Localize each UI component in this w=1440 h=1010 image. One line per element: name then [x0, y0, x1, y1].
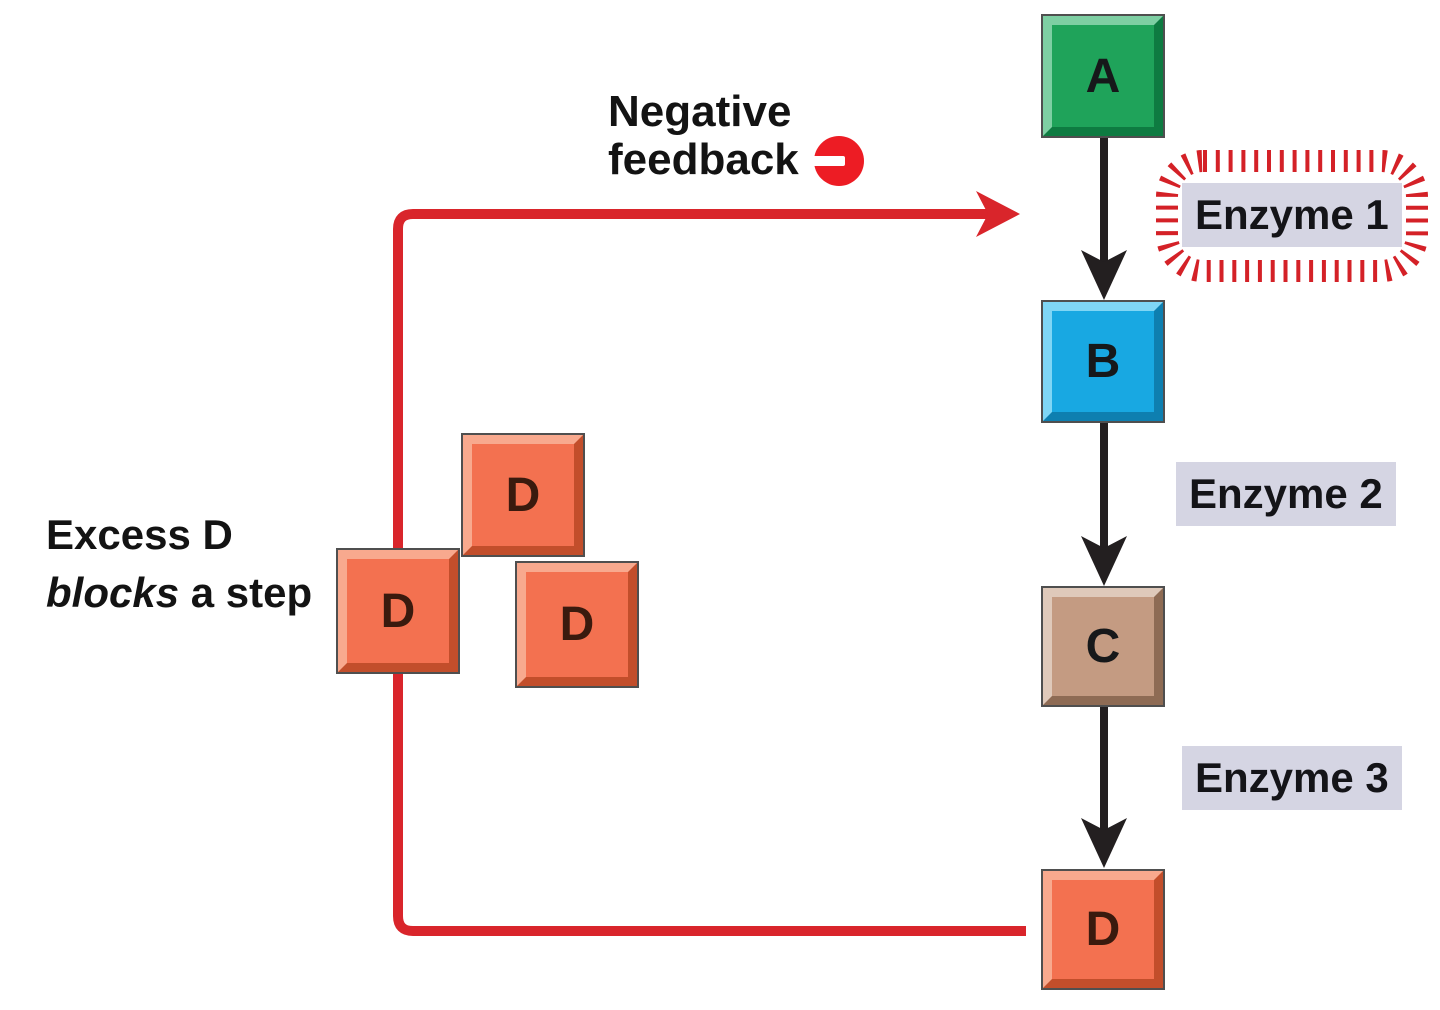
minus-icon-bar [811, 156, 845, 166]
enzyme-3-label: Enzyme 3 [1182, 746, 1402, 810]
excess-d-note-blocks: blocks [46, 569, 180, 616]
feedback-arrowhead-icon [976, 191, 1020, 237]
excess-d-note-line1: Excess D [46, 511, 233, 558]
minus-icon [811, 136, 864, 186]
excess-d-note-line2: blocks a step [46, 564, 312, 622]
feedback-loop-line [393, 209, 1026, 936]
arrow-a-to-b-icon [1081, 136, 1127, 300]
excess-d-box-right: D [515, 561, 639, 688]
product-d-letter: D [1085, 903, 1121, 956]
arrow-c-to-d-icon [1081, 706, 1127, 868]
negative-feedback-label: Negative feedback [608, 88, 799, 184]
excess-d-note: Excess D blocks a step [46, 506, 312, 622]
negative-feedback-line1: Negative [608, 87, 792, 136]
substrate-b-letter: B [1085, 335, 1121, 388]
substrate-b-box: B [1041, 300, 1165, 423]
excess-d-letter: D [559, 598, 595, 651]
negative-feedback-line2: feedback [608, 135, 799, 184]
substrate-c-box: C [1041, 586, 1165, 707]
substrate-a-letter: A [1085, 49, 1121, 103]
excess-d-letter: D [380, 584, 416, 638]
arrow-b-to-c-icon [1081, 422, 1127, 586]
substrate-a-box: A [1041, 14, 1165, 138]
substrate-c-letter: C [1085, 620, 1121, 673]
product-d-box: D [1041, 869, 1165, 990]
enzyme-1-label: Enzyme 1 [1182, 183, 1402, 247]
excess-d-note-rest: a step [179, 569, 313, 616]
excess-d-box-top: D [461, 433, 585, 557]
excess-d-letter: D [505, 468, 541, 522]
enzyme-2-label: Enzyme 2 [1176, 462, 1396, 526]
excess-d-box-left: D [336, 548, 460, 674]
